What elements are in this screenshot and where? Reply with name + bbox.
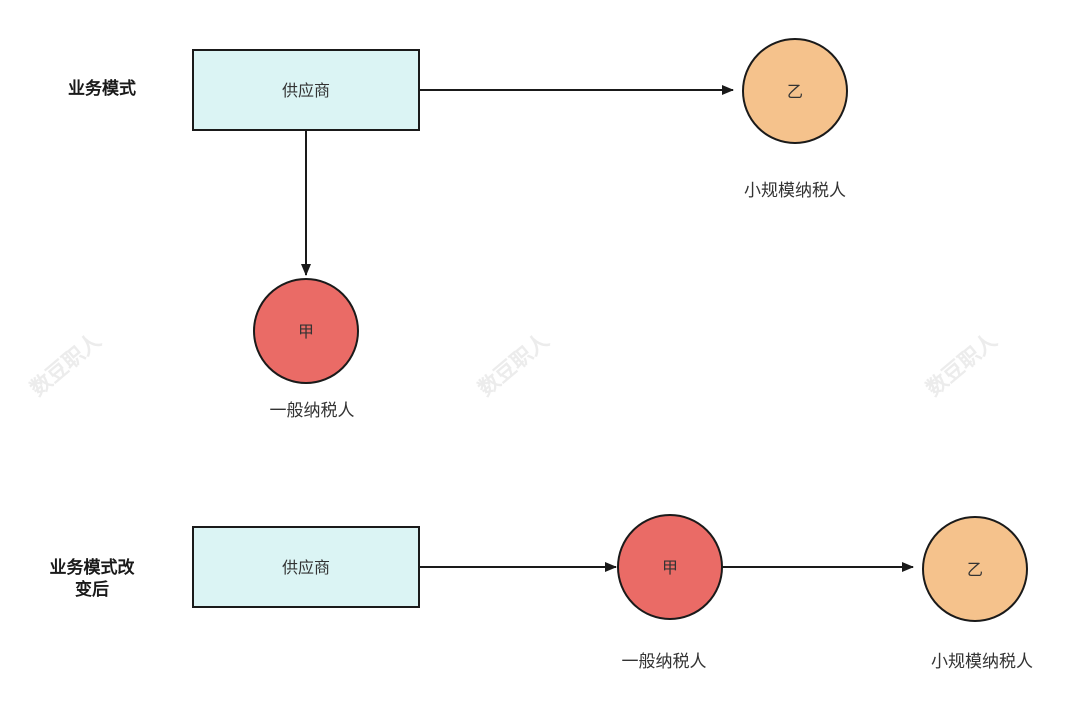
supplier-box-after [192,526,420,608]
section-after-diagram: 供应商 甲 一般纳税人 乙 小规模纳税人 [192,514,1033,672]
general-taxpayer-label: 一般纳税人 [270,401,355,421]
small-taxpayer-node-after [922,516,1028,622]
small-taxpayer-mark-after: 乙 [967,560,983,579]
watermark-2: 数豆职人 [474,328,554,400]
general-taxpayer-mark: 甲 [298,322,314,341]
supplier-label-after: 供应商 [282,558,330,577]
watermarks: 数豆职人 数豆职人 数豆职人 [26,328,1002,400]
general-taxpayer-label-after: 一般纳税人 [622,652,707,672]
small-taxpayer-node [742,38,848,144]
small-taxpayer-mark: 乙 [787,82,803,101]
small-taxpayer-label-after: 小规模纳税人 [931,652,1033,672]
section-before-diagram: 供应商 乙 小规模纳税人 甲 一般纳税人 [192,38,848,421]
supplier-label: 供应商 [282,81,330,100]
watermark-1: 数豆职人 [26,328,106,400]
watermark-3: 数豆职人 [922,328,1002,400]
general-taxpayer-mark-after: 甲 [662,558,678,577]
general-taxpayer-node [253,278,359,384]
supplier-box [192,49,420,131]
section-before-title: 业务模式 [68,79,136,99]
section-after-title: 业务模式改变后 [49,558,135,600]
small-taxpayer-label: 小规模纳税人 [744,181,846,201]
